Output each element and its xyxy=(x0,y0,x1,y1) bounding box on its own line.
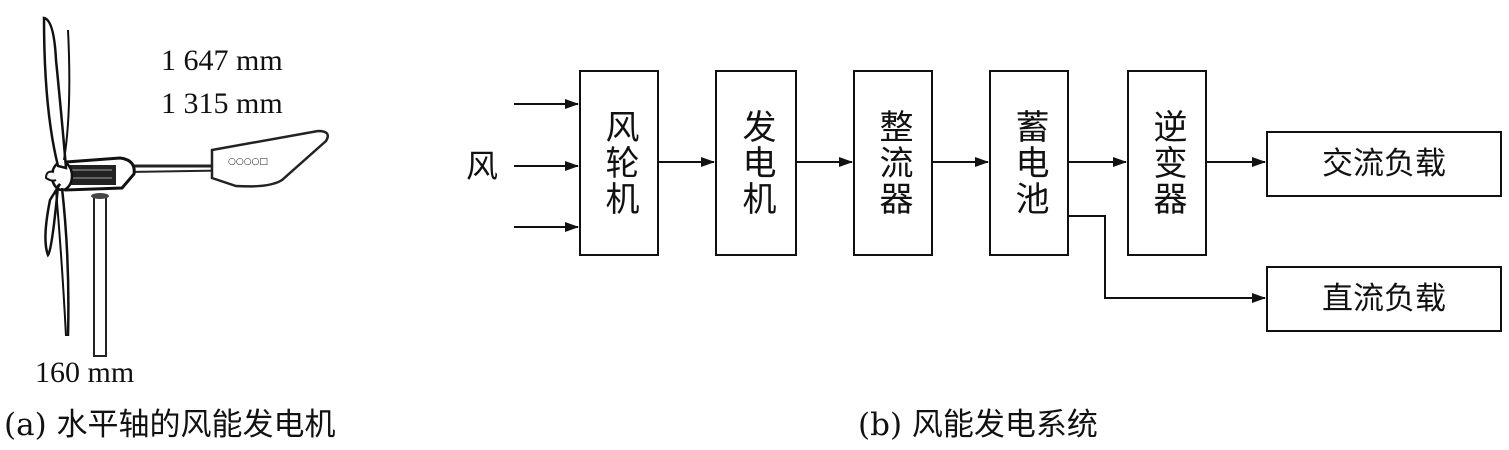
wind-input-label: 风 xyxy=(466,147,499,185)
block-rotor-label: 风轮机 xyxy=(599,109,639,217)
block-rectifier: 整流器 xyxy=(853,70,933,256)
caption-system: (b) 风能发电系统 xyxy=(858,407,1098,443)
block-rotor: 风轮机 xyxy=(579,70,659,256)
ac-load-label: 交流负载 xyxy=(1322,145,1446,182)
block-rectifier-label: 整流器 xyxy=(873,109,913,217)
block-battery: 蓄电池 xyxy=(989,70,1069,256)
wind-turbine-illustration: ○○○○□ xyxy=(42,16,329,357)
caption-turbine: (a) 水平轴的风能发电机 xyxy=(4,407,336,443)
block-generator-label: 发电机 xyxy=(736,109,776,217)
dimension-rotor: 1 315 mm xyxy=(161,87,283,120)
block-dc-load: 直流负载 xyxy=(1266,266,1502,332)
dimension-length: 1 647 mm xyxy=(161,44,283,77)
block-ac-load: 交流负载 xyxy=(1266,131,1502,197)
dc-load-label: 直流负载 xyxy=(1322,280,1446,317)
block-inverter-label: 逆变器 xyxy=(1147,109,1187,217)
svg-text:○○○○□: ○○○○□ xyxy=(228,157,268,167)
block-battery-label: 蓄电池 xyxy=(1009,109,1049,217)
arrow-battery-dcload xyxy=(1068,215,1266,303)
block-generator: 发电机 xyxy=(715,70,797,256)
dimension-base: 160 mm xyxy=(35,356,135,389)
turbine-blade-upper xyxy=(42,16,68,170)
block-inverter: 逆变器 xyxy=(1127,70,1207,256)
turbine-tail-fin xyxy=(210,129,329,188)
